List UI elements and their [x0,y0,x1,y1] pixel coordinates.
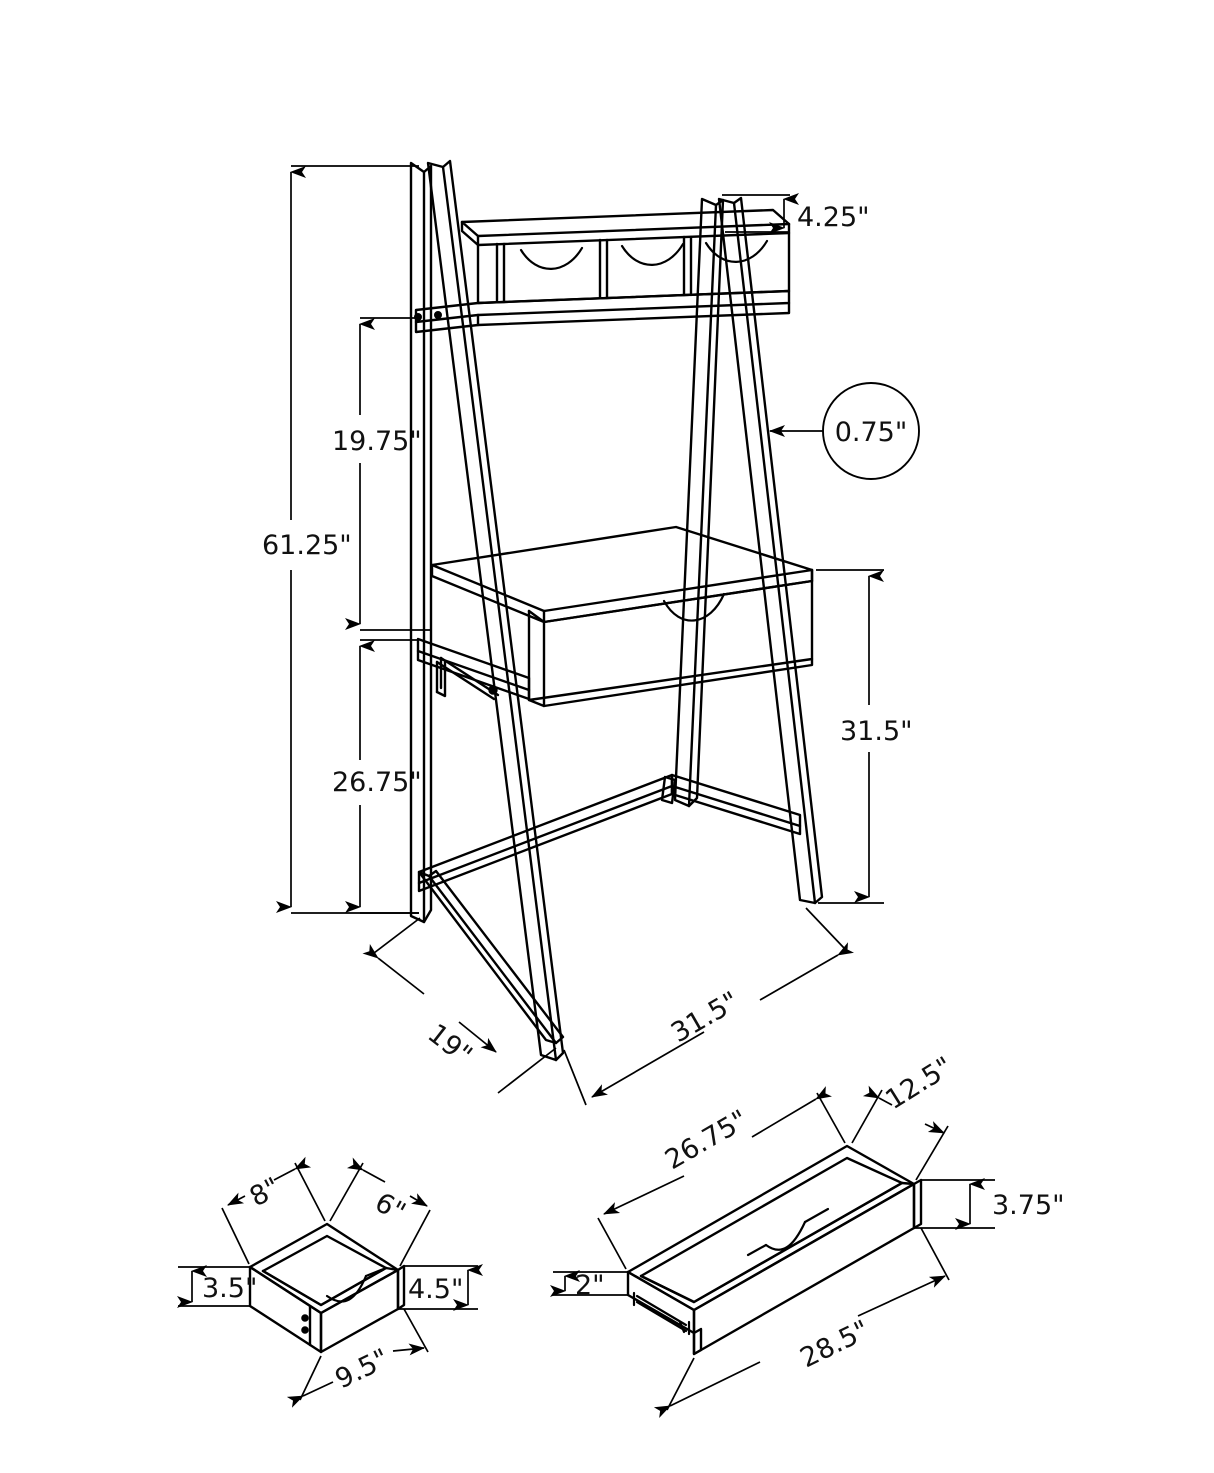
small-drawer-drawing [248,1222,406,1354]
small-drawer-handle-scallop [325,1274,368,1303]
dim-line-315w-a [759,942,854,1001]
dim-line-315w-b [591,1031,705,1098]
dim-label-thickness: 0.75" [835,417,908,448]
dim-line-19-a [362,944,425,995]
dim-line-19-b [458,1021,497,1053]
dim-label-small-drawer-side-height: 4.5" [408,1274,463,1305]
small-drawer-dimensions [177,1156,483,1408]
dim-label-shelf-lip: 4.25" [797,202,870,233]
ext-line-315w-a [805,907,845,949]
dim-line-95-b [392,1343,425,1356]
dim-line-125-a [862,1085,893,1106]
lower-cross-brace-frame [417,773,802,1045]
small-drawer-screw-1 [301,1314,309,1322]
ext-line-315w-b [563,1049,587,1106]
ext-line-95-a [299,1355,322,1401]
ext-line-19-a [373,917,421,954]
ext-line-8-a [294,1162,326,1222]
ext-line-2675d-b [597,1217,627,1270]
large-drawer-slide-rail [632,1291,691,1336]
dim-line-285-b [857,1275,946,1317]
ladder-desk-drawing [409,159,824,1062]
small-drawer-front-edge [396,1264,406,1311]
small-drawer-screw-2 [301,1326,309,1334]
ext-line-125-a [851,1089,883,1144]
dim-line-6-b [409,1193,428,1207]
dim-line-285-a [653,1361,761,1418]
dim-label-overall-height: 61.25" [262,530,352,561]
large-drawer-inner-bottom [639,1181,904,1304]
dim-line-2675d-b [603,1175,685,1215]
ext-line-125-b [915,1125,949,1181]
right-front-slanted-leg [717,196,824,905]
dim-line-8-a [273,1156,312,1181]
hutch-cubby-box [476,231,791,305]
large-drawer-dimensions [550,1085,995,1418]
dim-line-2675d-a [751,1086,832,1138]
ext-line-285-b [920,1227,950,1281]
ext-line-8-b [221,1207,250,1265]
main-view-dimensions [276,165,920,1106]
dim-line-125-b [924,1121,945,1134]
dim-label-small-drawer-front-height: 3.5" [202,1273,257,1304]
ext-line-285-a [666,1357,695,1411]
hutch-shelf-pegs [414,311,442,321]
center-rear-foot [660,775,677,805]
left-rear-upright [409,161,433,924]
ext-line-2675d-a [816,1092,846,1144]
ext-line-19-b [497,1047,557,1094]
dim-line-8-b [227,1192,246,1206]
large-drawer-drawing [626,1144,923,1356]
dim-label-upper-section: 19.75" [332,426,422,457]
dim-label-desk-height: 31.5" [840,716,913,747]
large-drawer-right-edge [912,1178,923,1230]
desk-drawer [527,568,814,708]
large-drawer-front-edge [692,1327,703,1356]
desk-left-support-rail [416,637,531,701]
dim-label-large-drawer-side-height: 3.75" [992,1190,1065,1221]
desk-rail-peg [488,685,498,695]
ext-line-6-a [329,1162,364,1222]
hutch-bottom-shelf [414,289,791,334]
dim-label-lower-section: 26.75" [332,767,422,798]
large-drawer-handle-scallop [764,1220,807,1251]
dim-label-large-drawer-front-height: 2" [575,1270,605,1301]
dim-line-6-a [346,1157,386,1183]
dim-line-95-a [286,1381,334,1408]
ext-line-6-b [399,1209,431,1267]
